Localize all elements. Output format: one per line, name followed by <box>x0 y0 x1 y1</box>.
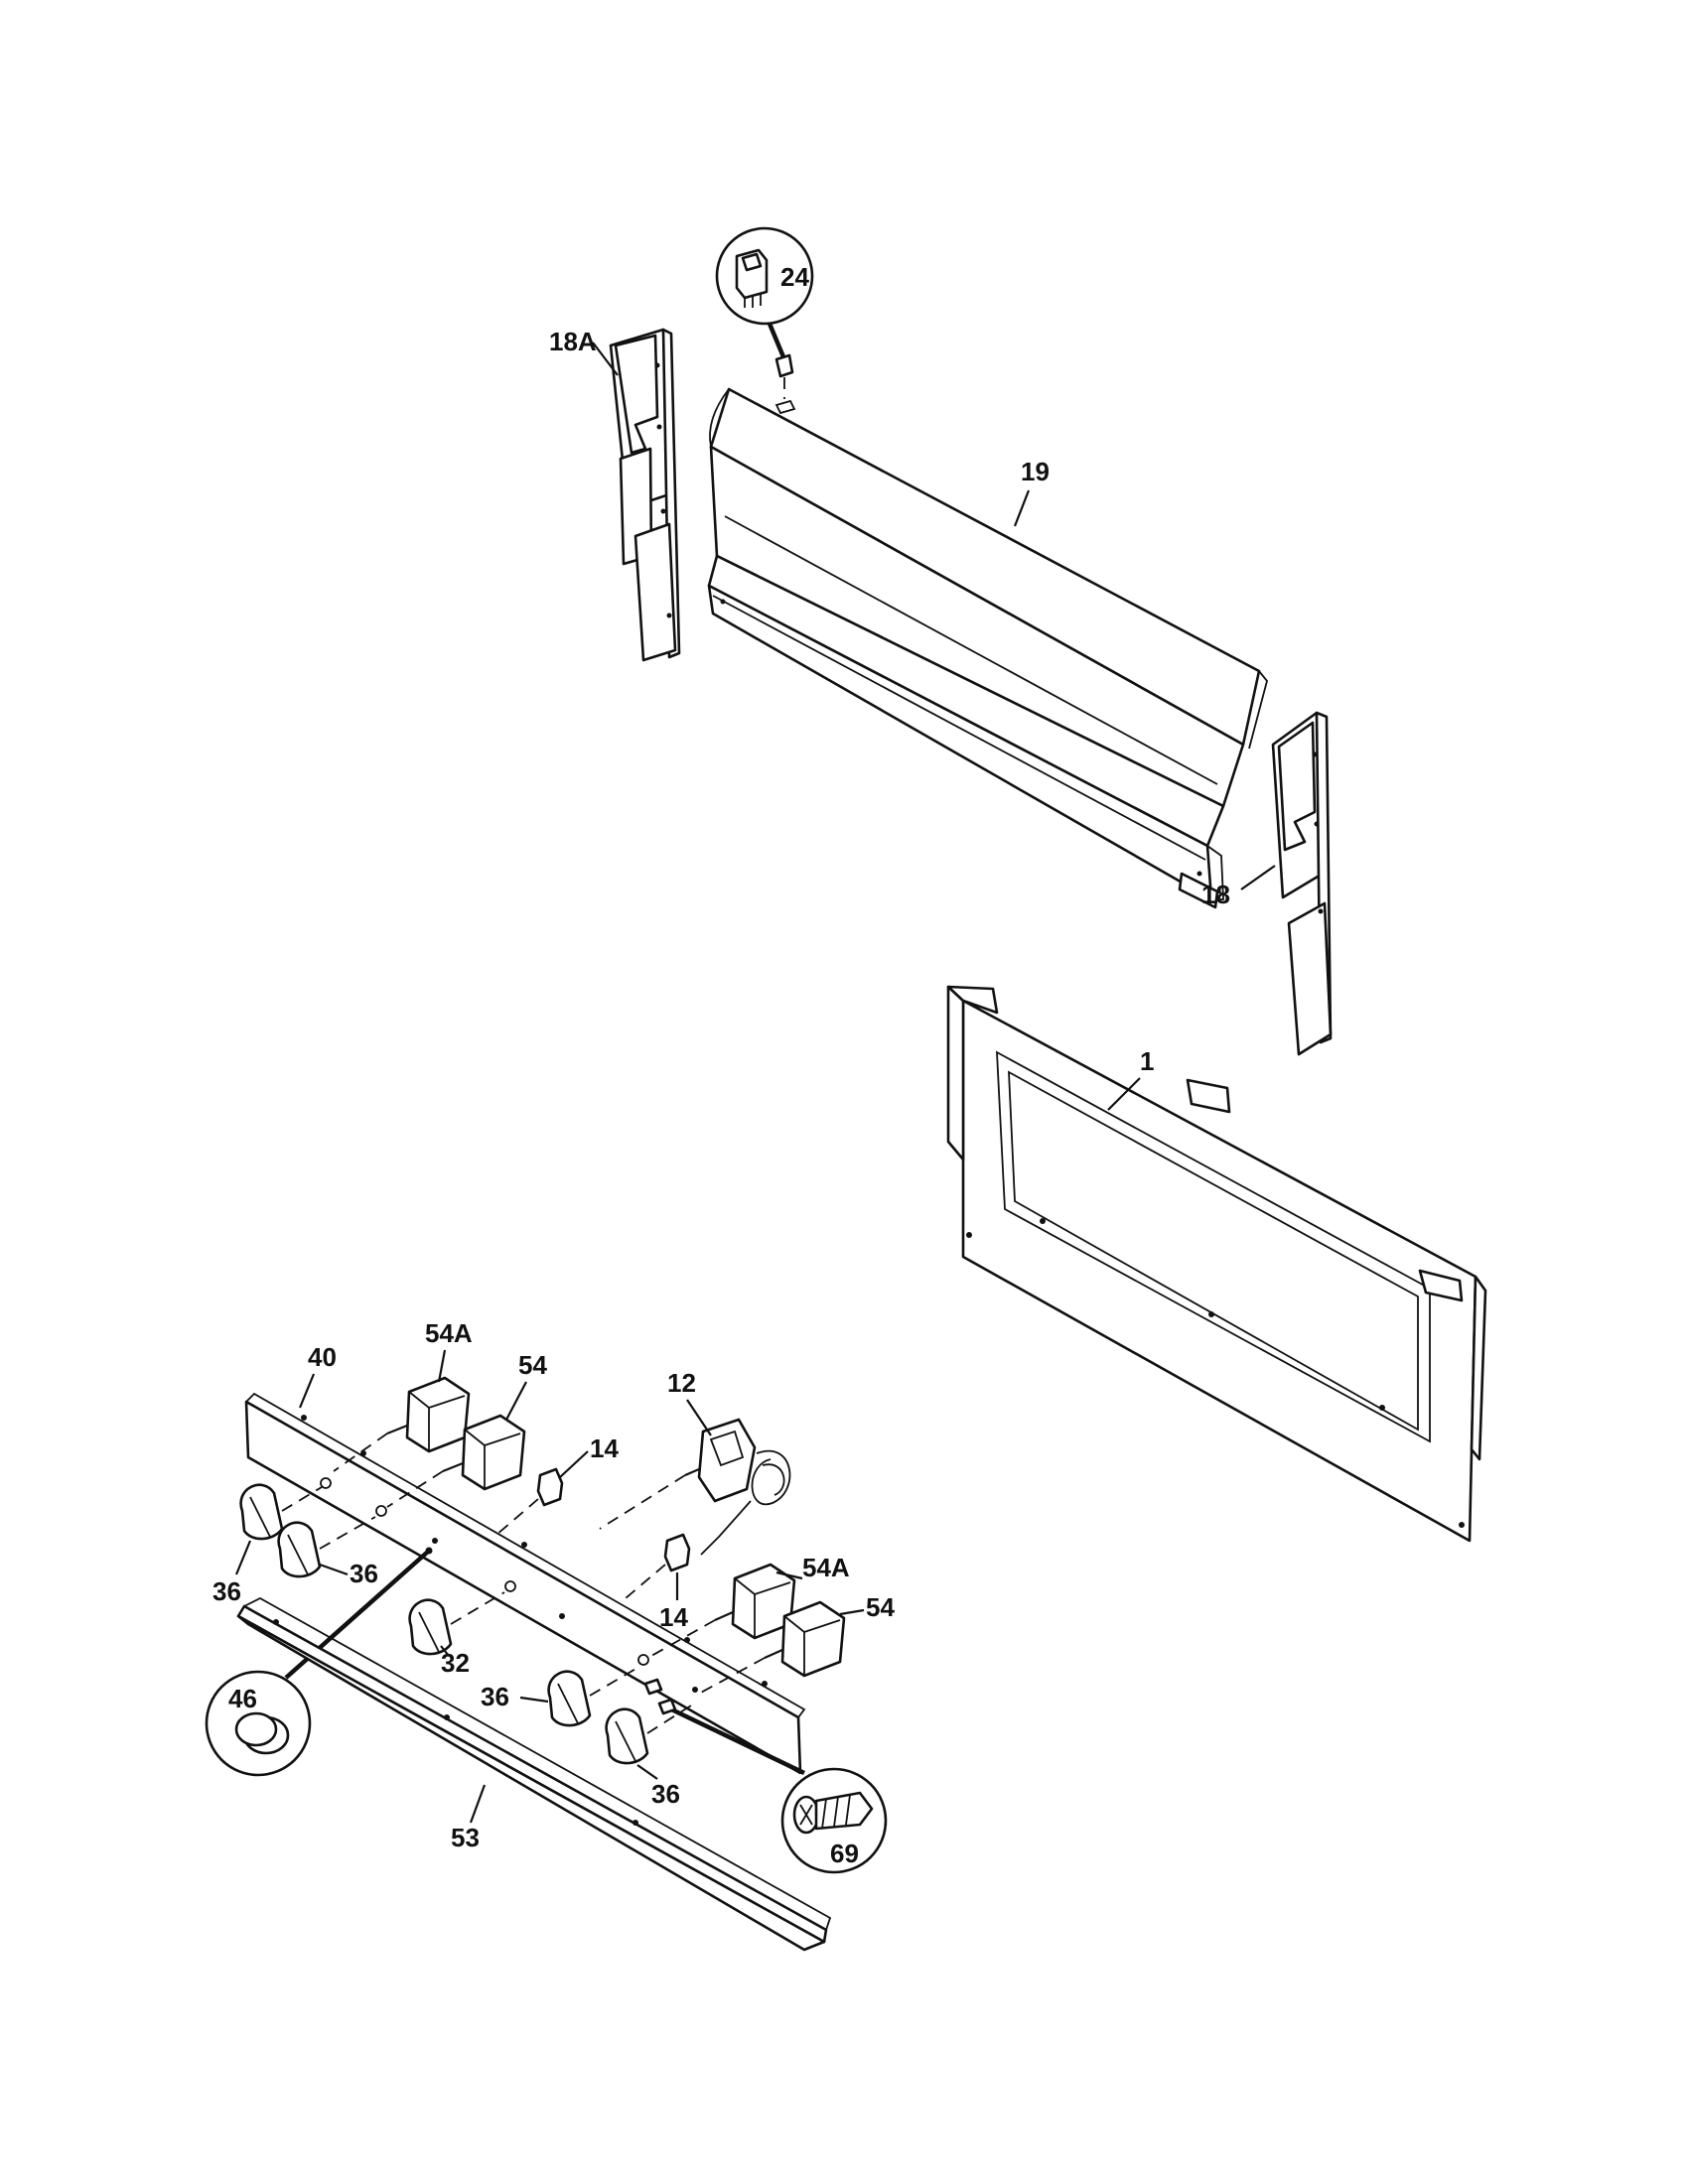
callout-36-b-label: 36 <box>350 1559 378 1588</box>
callout-14-low-label: 14 <box>659 1602 688 1632</box>
callout-69-label: 69 <box>830 1839 859 1868</box>
callout-53-label: 53 <box>451 1823 480 1852</box>
part-46-plug-detail <box>205 1547 433 1777</box>
callout-1-label: 1 <box>1140 1046 1154 1076</box>
callout-46: 46 <box>228 1684 257 1713</box>
callout-36-c: 36 <box>481 1682 549 1711</box>
callout-36-c-label: 36 <box>481 1682 509 1711</box>
callout-36-a-label: 36 <box>212 1576 241 1606</box>
part-53-trim-strip <box>236 1596 832 1952</box>
callout-32: 32 <box>440 1645 470 1678</box>
part-19-control-panel-housing <box>707 387 1268 909</box>
part-36-knob-c <box>547 1667 638 1727</box>
callout-14-top: 14 <box>559 1433 619 1478</box>
part-14-lower-indicator-light <box>625 1533 691 1599</box>
callout-12: 12 <box>667 1368 712 1436</box>
callout-40-label: 40 <box>308 1342 337 1372</box>
part-24-switch-detail <box>715 226 814 415</box>
callout-54-right: 54 <box>839 1592 895 1622</box>
callout-18a: 18A <box>549 327 619 376</box>
callout-54a-right-label: 54A <box>802 1553 850 1582</box>
callout-54a-top-label: 54A <box>425 1318 473 1348</box>
part-14-top-indicator-light <box>495 1467 564 1536</box>
callout-54a-top: 54A <box>425 1318 473 1383</box>
callout-18-label: 18 <box>1201 880 1230 909</box>
callout-36-a: 36 <box>212 1540 252 1606</box>
part-1-back-panel <box>946 985 1487 1543</box>
callout-1: 1 <box>1107 1046 1154 1111</box>
callout-40: 40 <box>298 1342 337 1409</box>
part-54-right-infinite-switch <box>698 1600 846 1695</box>
part-36-knob-b <box>277 1516 376 1578</box>
callout-69: 69 <box>830 1839 859 1868</box>
part-54a-top-infinite-switch <box>333 1376 471 1472</box>
part-18-right-end-bracket <box>1271 711 1333 1056</box>
callout-54-right-label: 54 <box>866 1592 895 1622</box>
part-36-knob-a <box>239 1483 323 1541</box>
callout-19: 19 <box>1013 457 1050 527</box>
callout-24-label: 24 <box>780 262 809 292</box>
callout-36-d: 36 <box>636 1764 680 1809</box>
part-12-thermostat <box>599 1418 791 1556</box>
callout-36-d-label: 36 <box>651 1779 680 1809</box>
part-32-knob <box>408 1591 505 1656</box>
callout-14-low: 14 <box>659 1572 688 1632</box>
part-54-top-infinite-switch <box>386 1414 526 1508</box>
callout-12-label: 12 <box>667 1368 696 1398</box>
callout-24: 24 <box>780 262 809 292</box>
callout-54-top: 54 <box>505 1350 547 1421</box>
callout-19-label: 19 <box>1021 457 1050 486</box>
callout-18a-label: 18A <box>549 327 597 356</box>
callout-14-top-label: 14 <box>590 1433 619 1463</box>
callout-54a-right: 54A <box>775 1553 850 1582</box>
callout-36-b: 36 <box>319 1559 378 1588</box>
callout-46-label: 46 <box>228 1684 257 1713</box>
part-69-screw-detail <box>643 1678 888 1874</box>
callout-54-top-label: 54 <box>518 1350 547 1380</box>
callout-18: 18 <box>1201 865 1276 909</box>
part-36-knob-d <box>605 1705 692 1765</box>
callout-53: 53 <box>451 1784 487 1852</box>
part-18a-left-end-bracket <box>609 328 681 662</box>
